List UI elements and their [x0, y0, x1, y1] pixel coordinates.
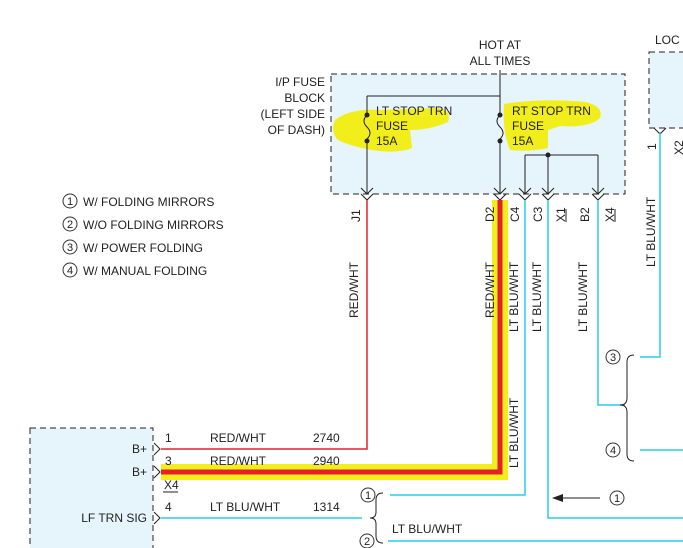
right-module-box [648, 51, 683, 129]
left-fuse-rating: 15A [376, 134, 397, 148]
conn-c4: C4 [508, 206, 522, 222]
pin3-circuit: 2940 [313, 454, 340, 468]
right-fuse-symbol [496, 114, 504, 140]
right-module-label: LOC [655, 33, 680, 47]
wire-label-b2: LT BLU/WHT [576, 261, 590, 332]
hot-label-line2: ALL TIMES [470, 54, 531, 68]
wire-label-d2: RED/WHT [483, 261, 497, 318]
right-fuse-name: RT STOP TRN [512, 104, 591, 118]
left-fuse-type: FUSE [376, 119, 408, 133]
marker-1-left: 1 [365, 490, 371, 502]
pin1-label: B+ [132, 442, 147, 456]
conn-j1: J1 [349, 209, 363, 222]
legend-num-2: 2 [67, 219, 73, 231]
right-fuse-rating: 15A [512, 134, 533, 148]
fuse-block-label-4: OF DASH) [268, 123, 325, 137]
legend-num-4: 4 [67, 265, 73, 277]
legend-num-1: 1 [67, 196, 73, 208]
connector-chevrons [360, 127, 667, 201]
fuse-block-label-1: I/P FUSE [275, 75, 325, 89]
option-marker-circles [359, 349, 625, 548]
fuse-block-label-3: (LEFT SIDE [261, 107, 325, 121]
left-fuse-name: LT STOP TRN [376, 104, 452, 118]
pin3-alt-pin: X4 [164, 478, 179, 492]
left-fuse-highlight [333, 108, 449, 152]
conn-x4: X4 [603, 207, 617, 222]
option-brace-right [619, 354, 635, 462]
wire-2740 [161, 200, 368, 450]
marker-3: 3 [610, 352, 616, 364]
legend-num-3: 3 [67, 242, 73, 254]
cyan-wires [161, 132, 683, 542]
pin4-circuit: 1314 [313, 500, 340, 514]
wire-label-right: LT BLU/WHT [644, 196, 658, 267]
wire-2940 [161, 200, 503, 475]
wire-label-c4-top: LT BLU/WHT [507, 261, 521, 332]
arrow-head [552, 494, 563, 502]
bottom-wire-label: LT BLU/WHT [392, 522, 463, 536]
pin1-circuit: 2740 [313, 431, 340, 445]
left-fuse-dot-top [364, 112, 370, 118]
legend-text-2: W/O FOLDING MIRRORS [83, 218, 224, 232]
splice-dot [545, 152, 551, 158]
legend-text-1: W/ FOLDING MIRRORS [83, 195, 214, 209]
marker-4: 4 [610, 445, 616, 457]
left-fuse-symbol [363, 114, 371, 140]
hot-label-line1: HOT AT [479, 38, 522, 52]
pin3-label: B+ [132, 465, 147, 479]
conn-x2: X2 [672, 140, 683, 155]
conn-x1: X1 [554, 207, 568, 222]
pin4-label: LF TRN SIG [81, 511, 147, 525]
pin3-wire: RED/WHT [210, 454, 267, 468]
connector-underlines [163, 209, 616, 493]
conn-1: 1 [645, 143, 659, 150]
pin4-number: 4 [165, 500, 172, 514]
conn-c3: C3 [531, 206, 545, 222]
legend-text-3: W/ POWER FOLDING [83, 241, 203, 255]
right-fuse-dot-top [497, 112, 503, 118]
conn-b2: B2 [578, 207, 592, 222]
pin4-wire: LT BLU/WHT [210, 500, 281, 514]
wire-label-c3: LT BLU/WHT [530, 261, 544, 332]
marker-1-right: 1 [614, 493, 620, 505]
marker-2: 2 [364, 536, 370, 548]
module-pin-chevrons [153, 442, 161, 525]
option-brace-left [369, 492, 384, 544]
conn-d2: D2 [483, 206, 497, 222]
pin1-number: 1 [165, 431, 172, 445]
wire-label-j1: RED/WHT [347, 261, 361, 318]
legend-markers [62, 193, 78, 278]
right-fuse-highlight [503, 100, 601, 151]
pin3-number: 3 [165, 454, 172, 468]
right-fuse-type: FUSE [512, 119, 544, 133]
fuse-block-label-2: BLOCK [284, 91, 325, 105]
legend-text-4: W/ MANUAL FOLDING [83, 264, 207, 278]
wire-label-c4-bottom: LT BLU/WHT [507, 397, 521, 468]
left-module-box [29, 427, 154, 548]
pin1-wire: RED/WHT [210, 431, 267, 445]
